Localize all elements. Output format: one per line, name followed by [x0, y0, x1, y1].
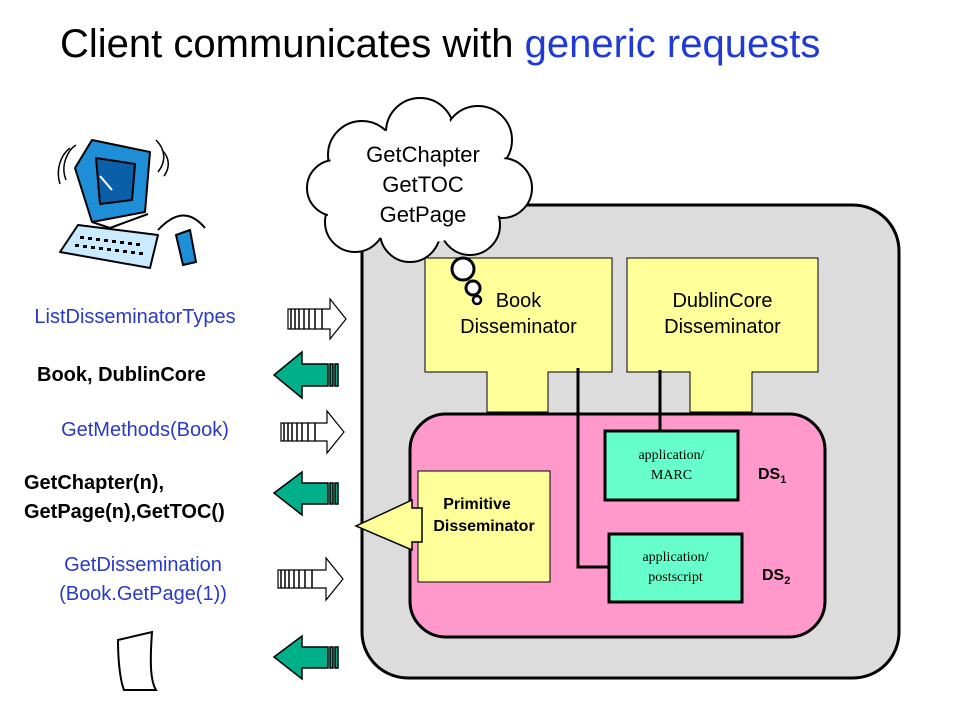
thought-line-getchapter: GetChapter — [366, 142, 480, 167]
primitive-disseminator-box — [417, 470, 551, 583]
book-disseminator-label: Book Disseminator — [425, 288, 612, 340]
computer-icon — [57, 139, 206, 269]
title-main: Client communicates with — [60, 22, 525, 66]
page-title: Client communicates with generic request… — [60, 22, 820, 67]
msg-get-dissemination-line1: GetDissemination — [64, 554, 222, 576]
dublincore-label-line1: DublinCore — [672, 290, 773, 312]
thought-line-gettoc: GetTOC — [382, 172, 464, 197]
primitive-label-line1: Primitive — [443, 496, 511, 513]
datastream-marc-label: application/ MARC — [605, 446, 738, 486]
primitive-disseminator-label: Primitive Disseminator — [412, 494, 542, 538]
dublincore-disseminator-label: DublinCore Disseminator — [627, 288, 818, 340]
dublincore-disseminator-shape — [626, 257, 819, 413]
msg-methods-response-line1: GetChapter(n), — [24, 472, 164, 494]
thought-cloud — [306, 97, 533, 306]
marc-label-line1: application/ — [638, 448, 705, 463]
datastream-postscript-box — [607, 532, 744, 604]
msg-get-dissemination-line2: (Book.GetPage(1)) — [59, 583, 227, 605]
request-arrow-2 — [280, 409, 345, 455]
ds1-label: DS1 — [758, 466, 786, 486]
book-label-line2: Disseminator — [460, 316, 577, 338]
response-arrow-2 — [272, 470, 339, 517]
marc-label-line2: MARC — [650, 468, 693, 483]
document-page-icon — [116, 630, 158, 691]
thought-line-getpage: GetPage — [379, 202, 467, 227]
postscript-label-line2: postscript — [648, 570, 703, 585]
msg-types-response: Book, DublinCore — [37, 364, 206, 386]
ds1-subscript: 1 — [780, 474, 787, 487]
datastream-postscript-label: application/ postscript — [609, 548, 742, 588]
book-to-postscript-line — [576, 368, 609, 569]
datastream-marc-box — [603, 429, 740, 502]
msg-list-disseminator-types: ListDisseminatorTypes — [34, 306, 236, 328]
response-arrow-1 — [272, 350, 339, 400]
ds2-subscript: 2 — [784, 575, 791, 588]
request-arrow-1 — [287, 297, 347, 341]
postscript-label-line1: application/ — [642, 550, 709, 565]
dublincore-label-line2: Disseminator — [664, 316, 781, 338]
thought-cloud-text: GetChapter GetTOC GetPage — [318, 140, 528, 230]
ds1-text: DS — [758, 466, 781, 483]
response-arrow-3 — [272, 634, 339, 681]
ds2-label: DS2 — [762, 567, 790, 587]
title-accent: generic requests — [524, 22, 821, 66]
ds2-text: DS — [762, 567, 785, 584]
primitive-label-line2: Disseminator — [433, 518, 535, 535]
primitive-output-arrow — [354, 498, 423, 552]
book-disseminator-shape — [424, 257, 613, 413]
book-label-line1: Book — [495, 290, 542, 312]
request-arrow-3 — [277, 556, 344, 602]
msg-get-methods: GetMethods(Book) — [61, 419, 229, 441]
msg-methods-response-line2: GetPage(n),GetTOC() — [24, 501, 225, 523]
